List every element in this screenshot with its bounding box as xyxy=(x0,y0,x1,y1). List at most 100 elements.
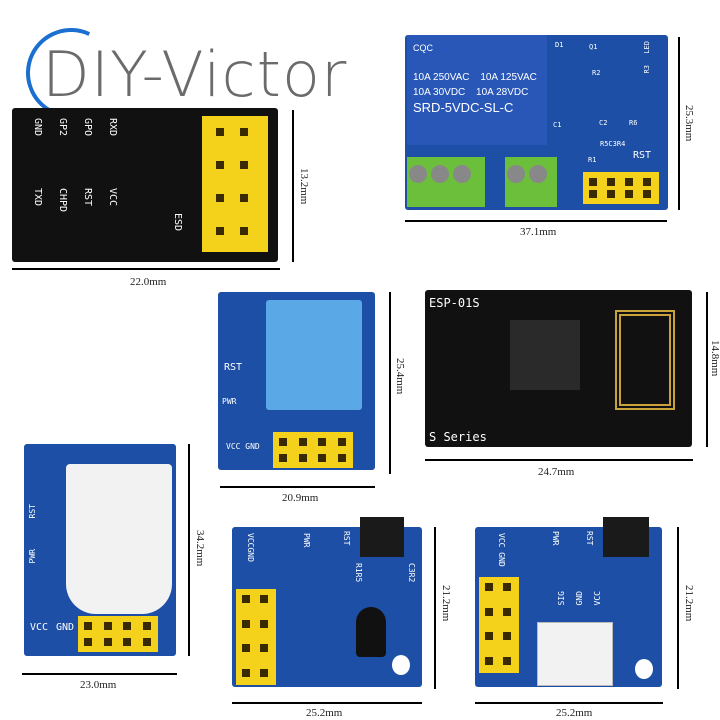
dimension-line xyxy=(188,444,190,656)
r1-label: R1 xyxy=(588,156,597,164)
rating: 10A 28VDC xyxy=(476,87,529,98)
cert-mark: CQC xyxy=(413,43,433,53)
vcc-gnd-label: VCCGND xyxy=(246,533,255,562)
mount-hole xyxy=(392,655,410,675)
height-label: 14.8mm xyxy=(709,340,720,377)
pin-label: VCC xyxy=(107,188,118,207)
r3-label: R3 xyxy=(643,65,651,74)
female-header xyxy=(273,432,353,468)
tact-switch[interactable] xyxy=(360,517,404,557)
r2-label: R2 xyxy=(592,69,601,77)
dht11-board: RST PWR VCC GND xyxy=(218,292,375,470)
dimension-line xyxy=(220,486,375,488)
vcc-gnd-label: VCC GND xyxy=(497,533,506,567)
width-label: 20.9mm xyxy=(282,492,319,504)
esp-chip xyxy=(510,320,580,390)
mount-hole xyxy=(635,659,653,679)
height-label: 21.2mm xyxy=(440,585,452,622)
dimension-line xyxy=(292,110,294,262)
width-label: 24.7mm xyxy=(538,466,575,478)
pwr-label: PWR xyxy=(28,549,37,564)
dimension-line xyxy=(425,459,693,461)
esp01s-module: ESP-01S S Series xyxy=(425,290,692,447)
ds18b20-sensor xyxy=(356,607,386,657)
gnd-label: GND xyxy=(56,622,75,633)
pwr-label: PWR xyxy=(302,533,311,548)
ds18b20-board: VCCGND PWR RST R1R5 C3R2 xyxy=(232,517,422,687)
relay-model: SRD-5VDC-SL-C xyxy=(413,100,514,115)
silk-label: R5C3R4 xyxy=(600,140,626,148)
female-header xyxy=(583,172,659,204)
dimension-line xyxy=(12,268,280,270)
female-header xyxy=(78,616,158,652)
dimension-line xyxy=(232,702,422,704)
rst-label: RST xyxy=(224,362,243,373)
dimension-line xyxy=(678,37,680,210)
c1-label: C1 xyxy=(553,121,562,129)
dimension-line xyxy=(405,220,667,222)
dimension-line xyxy=(434,527,436,689)
module-name: ESP-01S xyxy=(429,296,480,310)
logo: DIY-Victor xyxy=(42,38,348,111)
pin-label: GND xyxy=(32,118,43,137)
pin-label: CHPD xyxy=(57,188,68,213)
esp01-adapter-board: GND GP2 GPO RXD TXD CHPD RST VCC ESD xyxy=(12,108,278,262)
female-header xyxy=(479,577,519,673)
pin-label: TXD xyxy=(32,188,43,207)
dimension-line xyxy=(677,527,679,689)
pin-label: RXD xyxy=(107,118,118,137)
c2-label: C2 xyxy=(599,119,608,127)
tact-switch[interactable] xyxy=(603,517,649,557)
esd-label: ESD xyxy=(172,213,183,232)
pwr-label: PWR xyxy=(551,531,560,546)
dht11-sensor xyxy=(266,300,362,410)
relay: CQC 10A 250VAC 10A 125VAC 10A 30VDC 10A … xyxy=(407,35,547,145)
sig-label: SIG xyxy=(557,591,566,606)
rating: 10A 125VAC xyxy=(480,72,537,83)
width-label: 37.1mm xyxy=(520,226,557,238)
q1-label: Q1 xyxy=(589,43,598,51)
height-label: 21.2mm xyxy=(683,585,695,622)
vcc-gnd-label: VCC GND xyxy=(226,442,260,451)
pwr-label: PWR xyxy=(222,397,237,406)
dimension-line xyxy=(706,292,708,447)
pin-label: GP2 xyxy=(57,118,68,137)
relay-board: CQC 10A 250VAC 10A 125VAC 10A 30VDC 10A … xyxy=(405,35,668,210)
rst-label: RST xyxy=(633,150,652,161)
width-label: 25.2mm xyxy=(306,707,343,719)
dimension-line xyxy=(475,702,663,704)
height-label: 25.3mm xyxy=(683,105,695,142)
jst-connector xyxy=(537,622,613,686)
rating: 10A 250VAC xyxy=(413,72,470,83)
silk-label: C3R2 xyxy=(407,563,416,583)
gnd-label: GND xyxy=(575,591,584,606)
rating: 10A 30VDC xyxy=(413,87,466,98)
r6-label: R6 xyxy=(629,119,638,127)
vcc-label: VCC xyxy=(593,591,602,606)
height-label: 13.2mm xyxy=(298,168,310,205)
pin-label: RST xyxy=(82,188,93,207)
female-header xyxy=(236,589,276,685)
width-label: 25.2mm xyxy=(556,707,593,719)
pin-label: GPO xyxy=(82,118,93,137)
rst-label: RST xyxy=(28,504,37,519)
dimension-line xyxy=(22,673,177,675)
sensor-connector-board: VCC GND PWR RST SIG GND VCC xyxy=(475,517,662,687)
series-label: S Series xyxy=(429,430,487,444)
led-label: LED xyxy=(643,41,651,54)
height-label: 34.2mm xyxy=(194,530,206,567)
dht22-sensor xyxy=(66,464,172,614)
d1-label: D1 xyxy=(555,41,564,49)
width-label: 22.0mm xyxy=(130,276,167,288)
female-header xyxy=(202,116,268,252)
height-label: 25.4mm xyxy=(394,358,406,395)
screw-terminal-3 xyxy=(407,157,485,207)
width-label: 23.0mm xyxy=(80,679,117,691)
rst-label: RST xyxy=(342,531,351,546)
screw-terminal-2 xyxy=(505,157,557,207)
pcb-antenna xyxy=(615,310,675,410)
dimension-line xyxy=(389,292,391,474)
dht22-board: RST PWR VCC GND xyxy=(24,444,176,656)
silk-label: R1R5 xyxy=(354,563,363,583)
rst-label: RST xyxy=(585,531,594,546)
